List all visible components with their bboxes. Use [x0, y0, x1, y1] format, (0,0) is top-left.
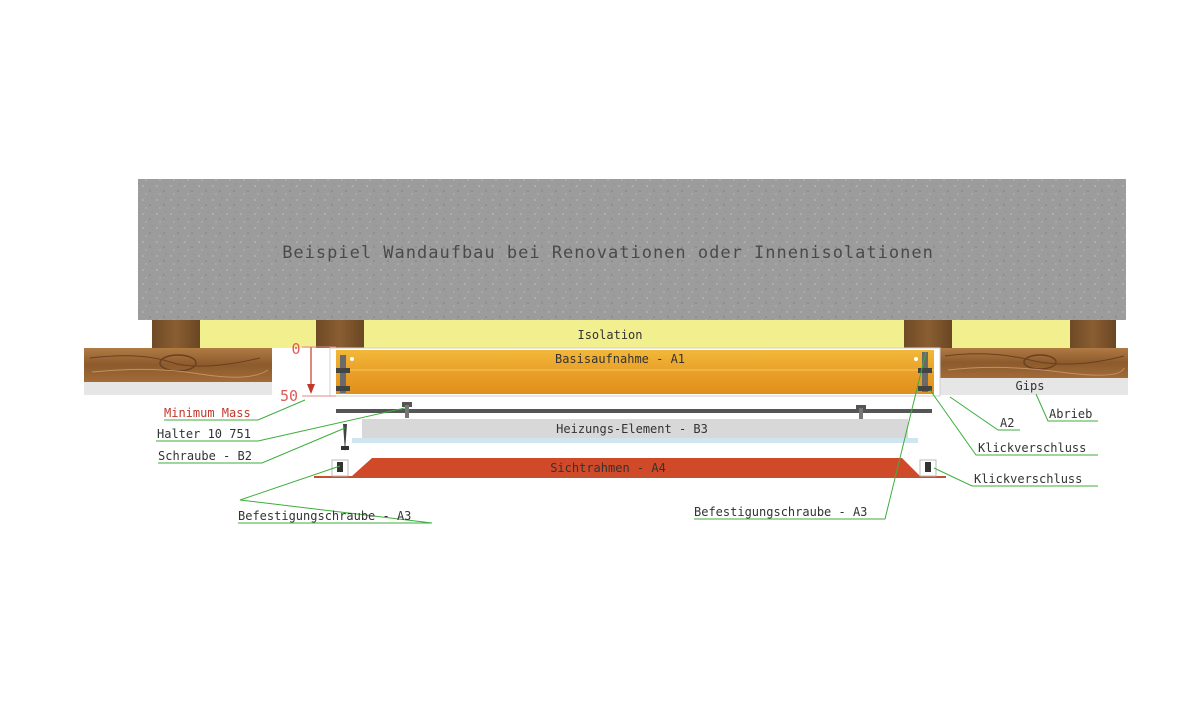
label-schraube: Schraube - B2 [158, 449, 252, 463]
label-minimum-mass: Minimum Mass [164, 406, 251, 420]
clip-left [336, 355, 350, 393]
dimension-marker [302, 346, 336, 397]
wood-post-3 [904, 320, 952, 348]
leader-befestigung-left [238, 465, 433, 524]
isolation-layer [152, 320, 1116, 348]
gips-label: Gips [1016, 379, 1045, 393]
leader-klick2 [933, 467, 1098, 487]
label-a2: A2 [1000, 416, 1014, 430]
screw-b2 [341, 424, 349, 452]
label-klick1: Klickverschluss [978, 441, 1086, 455]
leader-schraube [158, 427, 346, 464]
leader-minimum-mass [164, 399, 306, 421]
label-abrieb: Abrieb [1049, 407, 1092, 421]
holder-screw-left [402, 402, 412, 418]
visible-frame-label: Sichtrahmen - A4 [550, 461, 666, 475]
label-befestigung-left: Befestigungschraube - A3 [238, 509, 411, 523]
heating-element [362, 419, 908, 438]
gips-layer-right [940, 378, 1128, 395]
heating-element-label: Heizungs-Element - B3 [556, 422, 708, 436]
diagram-title: Beispiel Wandaufbau bei Renovationen ode… [282, 243, 934, 263]
wood-panel-left [84, 348, 272, 382]
heating-element-glass [352, 438, 918, 443]
frame-clip-right [919, 459, 937, 477]
leader-halter [156, 407, 406, 442]
dimension-zero: 0 [291, 340, 300, 358]
wood-post-4 [1070, 320, 1116, 348]
leader-befestigung-right [694, 351, 927, 520]
holder-rail [336, 409, 932, 413]
base-mount [336, 350, 934, 394]
label-befestigung-right: Befestigungschraube - A3 [694, 505, 867, 519]
label-halter: Halter 10 751 [157, 427, 251, 441]
clip-right [918, 352, 932, 392]
wood-panel-right [940, 348, 1128, 378]
wood-post-1 [152, 320, 200, 348]
frame-clip-left [331, 459, 349, 477]
leader-abrieb [1035, 393, 1098, 422]
gips-layer-left [84, 382, 272, 395]
dimension-fifty: 50 [280, 387, 298, 405]
isolation-label: Isolation [577, 328, 642, 342]
concrete-wall [138, 179, 1126, 320]
visible-frame-base [314, 476, 946, 478]
visible-frame [352, 458, 920, 476]
base-mount-label: Basisaufnahme - A1 [555, 352, 685, 366]
leader-a2 [949, 396, 1020, 431]
wood-post-2 [316, 320, 364, 348]
leader-klick1 [929, 389, 1098, 456]
holder-screw-right [856, 405, 866, 419]
label-klick2: Klickverschluss [974, 472, 1082, 486]
